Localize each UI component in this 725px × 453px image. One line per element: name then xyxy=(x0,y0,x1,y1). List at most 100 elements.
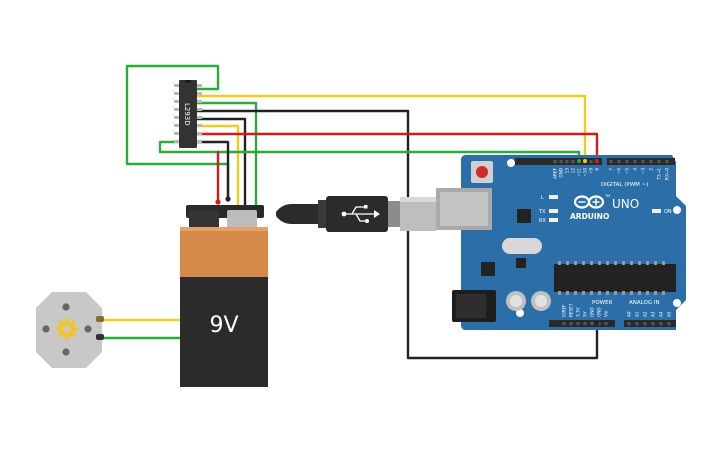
pin-label: 12 xyxy=(570,168,575,174)
reset-button[interactable] xyxy=(476,166,488,178)
label-rx: RX xyxy=(539,218,546,224)
power-header xyxy=(549,320,615,327)
pin-label: ~3 xyxy=(640,168,645,175)
digital-label: DIGITAL (PWM ~) xyxy=(601,182,648,188)
header-pin-7[interactable] xyxy=(609,160,613,164)
battery-top-highlight xyxy=(180,227,268,231)
dc-motor[interactable] xyxy=(36,292,104,368)
header-pin-13[interactable] xyxy=(565,160,569,164)
pin-label: Vin xyxy=(603,310,608,317)
led-l xyxy=(549,195,558,199)
usb-b-port-inner xyxy=(440,192,488,226)
battery-body xyxy=(180,277,268,387)
battery-terminal-positive[interactable] xyxy=(227,210,257,230)
wire-red-pin8[interactable] xyxy=(195,132,599,160)
header-pin-gnd[interactable] xyxy=(559,160,563,164)
led-tx xyxy=(549,209,558,213)
wire-green-pin10[interactable] xyxy=(158,140,581,160)
ic-label: L293D xyxy=(183,103,191,126)
pin-label: ~11 xyxy=(576,168,581,177)
pin-label: 2 xyxy=(648,168,653,171)
wire-black-battery[interactable] xyxy=(195,117,247,207)
usb-cable-ring xyxy=(318,200,326,228)
pin-label: 13 xyxy=(564,168,569,174)
header-pin-rx0[interactable] xyxy=(665,160,669,164)
header-pin-a1[interactable] xyxy=(635,322,639,326)
pin-label: TX→1 xyxy=(656,168,661,181)
mount-hole-1 xyxy=(507,159,515,167)
header-pin-a2[interactable] xyxy=(643,322,647,326)
battery-top-orange xyxy=(180,227,268,277)
battery-terminal-dot-black xyxy=(225,196,231,202)
motor-screw-left xyxy=(42,325,50,333)
analog-header xyxy=(624,320,676,327)
header-pin-a0[interactable] xyxy=(627,322,631,326)
header-pin-5v[interactable] xyxy=(583,322,587,326)
header-pin-a5[interactable] xyxy=(667,322,671,326)
header-pin-4[interactable] xyxy=(633,160,637,164)
ic-pins-right xyxy=(196,84,202,143)
pin-connection-dots xyxy=(577,159,599,325)
motor-terminal-top xyxy=(96,316,104,322)
pin-label: ~6 xyxy=(616,168,621,175)
l293d-chip[interactable]: L293D xyxy=(174,80,202,148)
header-pin-reset[interactable] xyxy=(569,322,573,326)
pin-label: ~5 xyxy=(624,168,629,175)
brand-arduino: ARDUINO xyxy=(570,212,609,221)
pin-label: A5 xyxy=(666,311,671,317)
header-pin-3[interactable] xyxy=(641,160,645,164)
battery-9v[interactable]: 9V xyxy=(180,196,268,387)
digital-header-1 xyxy=(515,158,602,165)
wire-yellow-battery[interactable] xyxy=(195,124,240,207)
usb-symbol-icon xyxy=(341,205,380,223)
crystal-oscillator xyxy=(502,238,542,254)
header-pin-12[interactable] xyxy=(571,160,575,164)
dc-power-jack-shade xyxy=(456,294,486,318)
motor-terminal-bottom xyxy=(96,334,104,340)
pin-label: RX←0 xyxy=(664,168,669,180)
pin-label: A1 xyxy=(634,311,639,317)
infinity-logo-icon xyxy=(573,195,605,209)
header-pin-6[interactable] xyxy=(617,160,621,164)
pin-label: 8 xyxy=(594,168,599,171)
battery-terminal-negative[interactable] xyxy=(189,210,219,230)
header-pin-a4[interactable] xyxy=(659,322,663,326)
header-pin-33v[interactable] xyxy=(576,322,580,326)
header-pin-aref[interactable] xyxy=(553,160,557,164)
wire-black-ic-left[interactable] xyxy=(195,140,230,198)
wire-green-ic-right[interactable] xyxy=(195,101,258,207)
header-pin-a3[interactable] xyxy=(651,322,655,326)
mount-hole-2 xyxy=(673,206,681,214)
ic-notch xyxy=(185,80,191,83)
header-pin-9[interactable] xyxy=(589,160,593,164)
atmega-pins-bottom xyxy=(558,291,665,295)
wire-yellow-pin9[interactable] xyxy=(195,94,587,160)
pin-label: GND xyxy=(596,307,601,317)
header-pin-2[interactable] xyxy=(649,160,653,164)
header-pin-5[interactable] xyxy=(625,160,629,164)
usb-plug-metal xyxy=(400,197,436,231)
pin-label: GND xyxy=(558,168,563,178)
pin-label: GND xyxy=(589,307,594,317)
usb-cable-icon[interactable] xyxy=(276,196,436,232)
header-pin-gnd[interactable] xyxy=(590,322,594,326)
header-pin-gnd[interactable] xyxy=(597,322,601,326)
pin-label: ~10 xyxy=(582,168,587,177)
led-on xyxy=(652,209,661,213)
small-chip xyxy=(516,258,526,268)
pin-label: ~9 xyxy=(588,168,593,175)
motor-screw-bottom xyxy=(62,348,70,356)
arduino-uno-board[interactable]: L TX RX ON ARDUINO UNO TM DIGITAL (PWM ~… xyxy=(436,155,686,330)
wire-black-gnd[interactable] xyxy=(195,109,599,360)
label-on: ON xyxy=(664,209,672,215)
battery-terminal-dot-red xyxy=(215,199,221,205)
motor-screw-top xyxy=(62,303,70,311)
header-pin-tx1[interactable] xyxy=(657,160,661,164)
pin-label: A0 xyxy=(626,311,631,317)
header-pin-ioref[interactable] xyxy=(562,322,566,326)
header-pin-vin[interactable] xyxy=(604,322,608,326)
motor-icon xyxy=(56,318,78,340)
pin-label: A2 xyxy=(642,311,647,317)
pin-label: A4 xyxy=(658,311,663,317)
usb-cable-tail xyxy=(276,204,318,224)
